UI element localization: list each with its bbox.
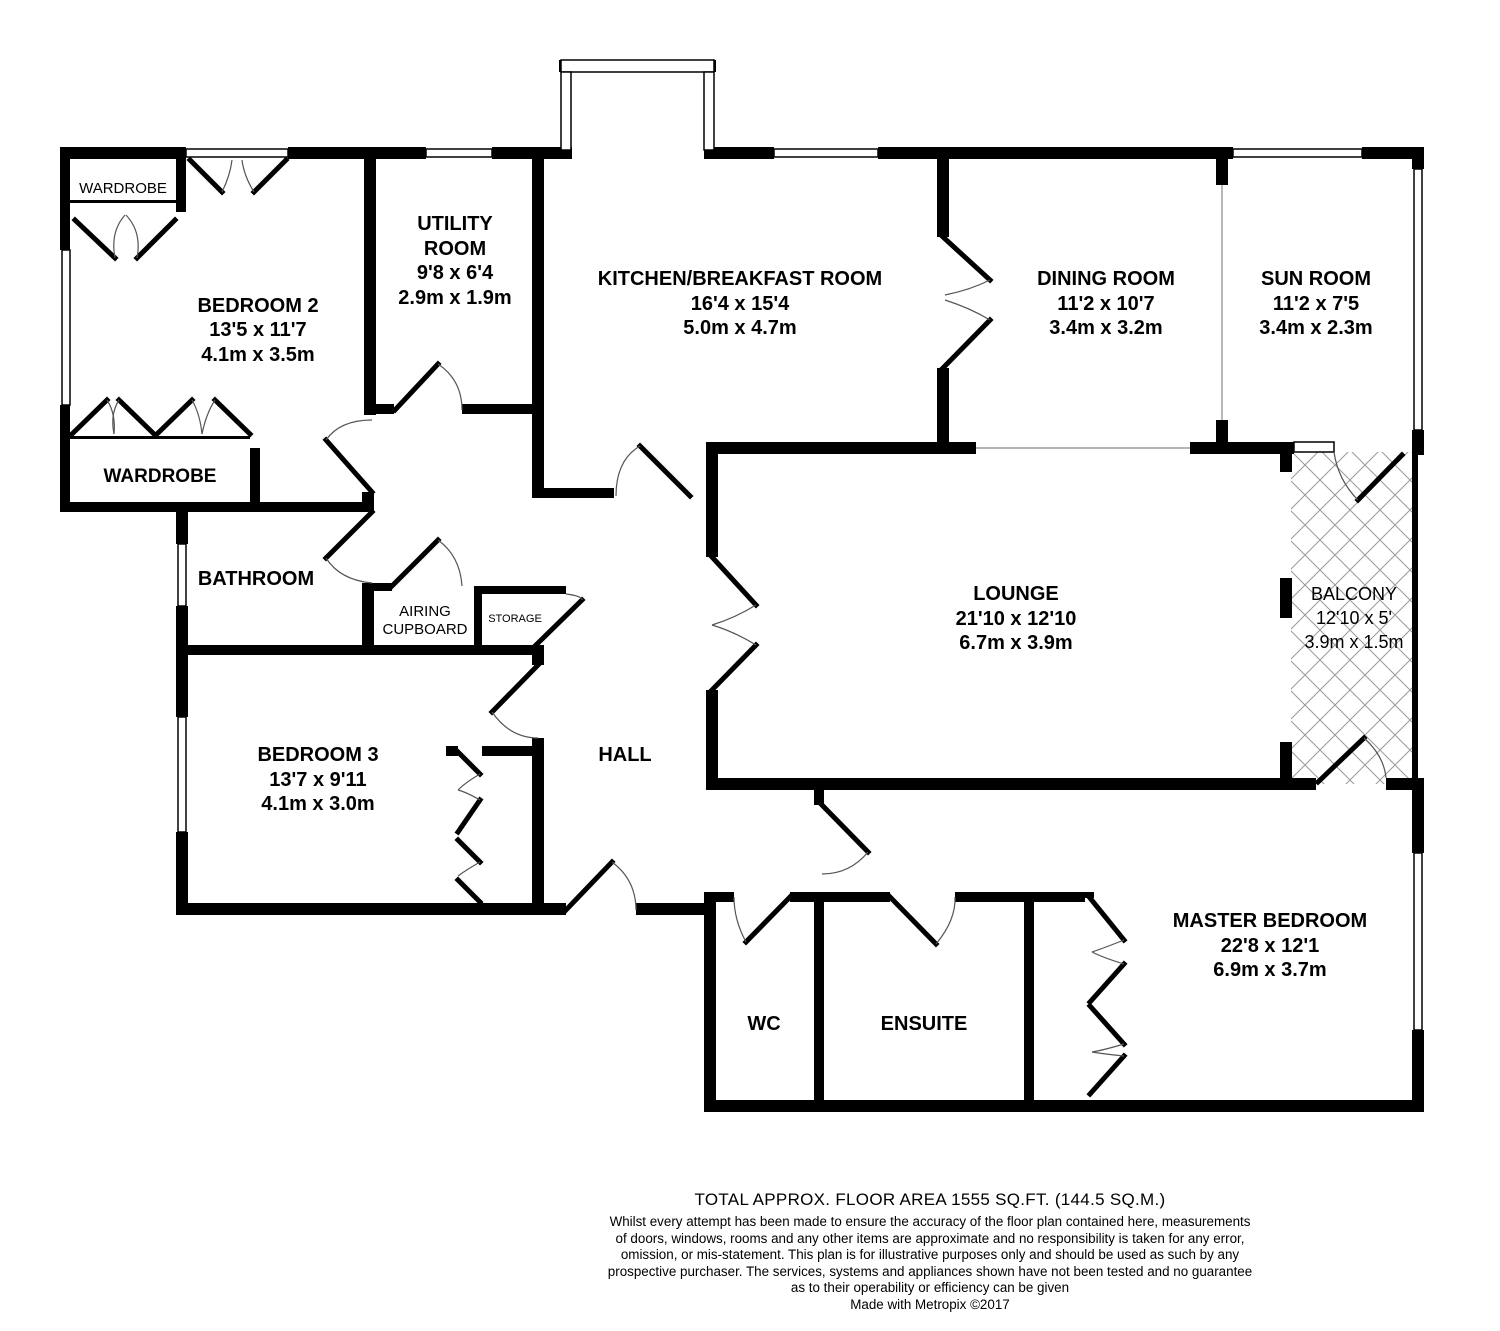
ensuite-name: ENSUITE (881, 1013, 968, 1035)
wc-name: WC (747, 1013, 780, 1035)
utility-metric: 2.9m x 1.9m (398, 287, 511, 309)
walls (60, 60, 1424, 1112)
disclaimer-line: as to their operability or efficiency ca… (790, 1280, 1070, 1296)
master-metric: 6.9m x 3.7m (1213, 959, 1326, 981)
sun-metric: 3.4m x 2.3m (1259, 317, 1372, 339)
kitchen-name: KITCHEN/BREAKFAST ROOM (598, 268, 882, 290)
wardrobe-top-label: WARDROBE (79, 180, 167, 197)
bedroom3-metric: 4.1m x 3.0m (261, 793, 374, 815)
wardrobe-bottom-label: WARDROBE (104, 466, 217, 487)
lounge-metric: 6.7m x 3.9m (959, 632, 1072, 654)
balcony-hatch (1291, 452, 1416, 784)
dining-metric: 3.4m x 3.2m (1049, 317, 1162, 339)
disclaimer-line: omission, or mis-statement. This plan is… (620, 1247, 1240, 1263)
kitchen-metric: 5.0m x 4.7m (683, 317, 796, 339)
utility-name-line2: ROOM (424, 238, 486, 260)
doors (68, 156, 1406, 1098)
disclaimer: Whilst every attempt has been made to en… (530, 1214, 1330, 1297)
kitchen-imperial: 16'4 x 15'4 (691, 293, 790, 315)
bedroom2-name: BEDROOM 2 (197, 295, 318, 317)
sun-imperial: 11'2 x 7'5 (1273, 293, 1359, 315)
balcony-imperial: 12'10 x 5' (1316, 608, 1392, 628)
windows (61, 59, 1423, 1031)
open-partitions (976, 185, 1223, 449)
master-name: MASTER BEDROOM (1173, 910, 1367, 932)
dining-imperial: 11'2 x 10'7 (1057, 293, 1154, 315)
lounge-name: LOUNGE (973, 583, 1059, 605)
lounge-imperial: 21'10 x 12'10 (956, 608, 1077, 630)
disclaimer-line: Whilst every attempt has been made to en… (609, 1214, 1251, 1229)
dining-name: DINING ROOM (1037, 268, 1175, 290)
disclaimer-line: prospective purchaser. The services, sys… (607, 1263, 1253, 1279)
master-imperial: 22'8 x 12'1 (1221, 935, 1320, 957)
bedroom2-imperial: 13'5 x 11'7 (209, 319, 306, 341)
utility-imperial: 9'8 x 6'4 (417, 262, 494, 284)
room-labels: WARDROBE WARDROBE BEDROOM 2 13'5 x 11'7 … (79, 180, 1403, 1035)
airing-name-line2: CUPBOARD (382, 621, 467, 638)
plan-footer: TOTAL APPROX. FLOOR AREA 1555 SQ.FT. (14… (530, 1190, 1330, 1313)
storage-name: STORAGE (488, 613, 542, 625)
bathroom-name: BATHROOM (198, 568, 314, 590)
hall-name: HALL (598, 744, 651, 766)
utility-name-line1: UTILITY (417, 213, 493, 235)
balcony-name: BALCONY (1311, 584, 1397, 604)
balcony-metric: 3.9m x 1.5m (1304, 632, 1403, 652)
total-floor-area: TOTAL APPROX. FLOOR AREA 1555 SQ.FT. (14… (694, 1190, 1166, 1209)
made-with-credit: Made with Metropix ©2017 (850, 1296, 1010, 1312)
bedroom2-metric: 4.1m x 3.5m (201, 344, 314, 366)
sun-name: SUN ROOM (1261, 268, 1371, 290)
disclaimer-line: of doors, windows, rooms and any other i… (615, 1230, 1245, 1246)
bedroom3-imperial: 13'7 x 9'11 (269, 769, 366, 791)
airing-name-line1: AIRING (399, 603, 451, 620)
bedroom3-name: BEDROOM 3 (257, 744, 378, 766)
